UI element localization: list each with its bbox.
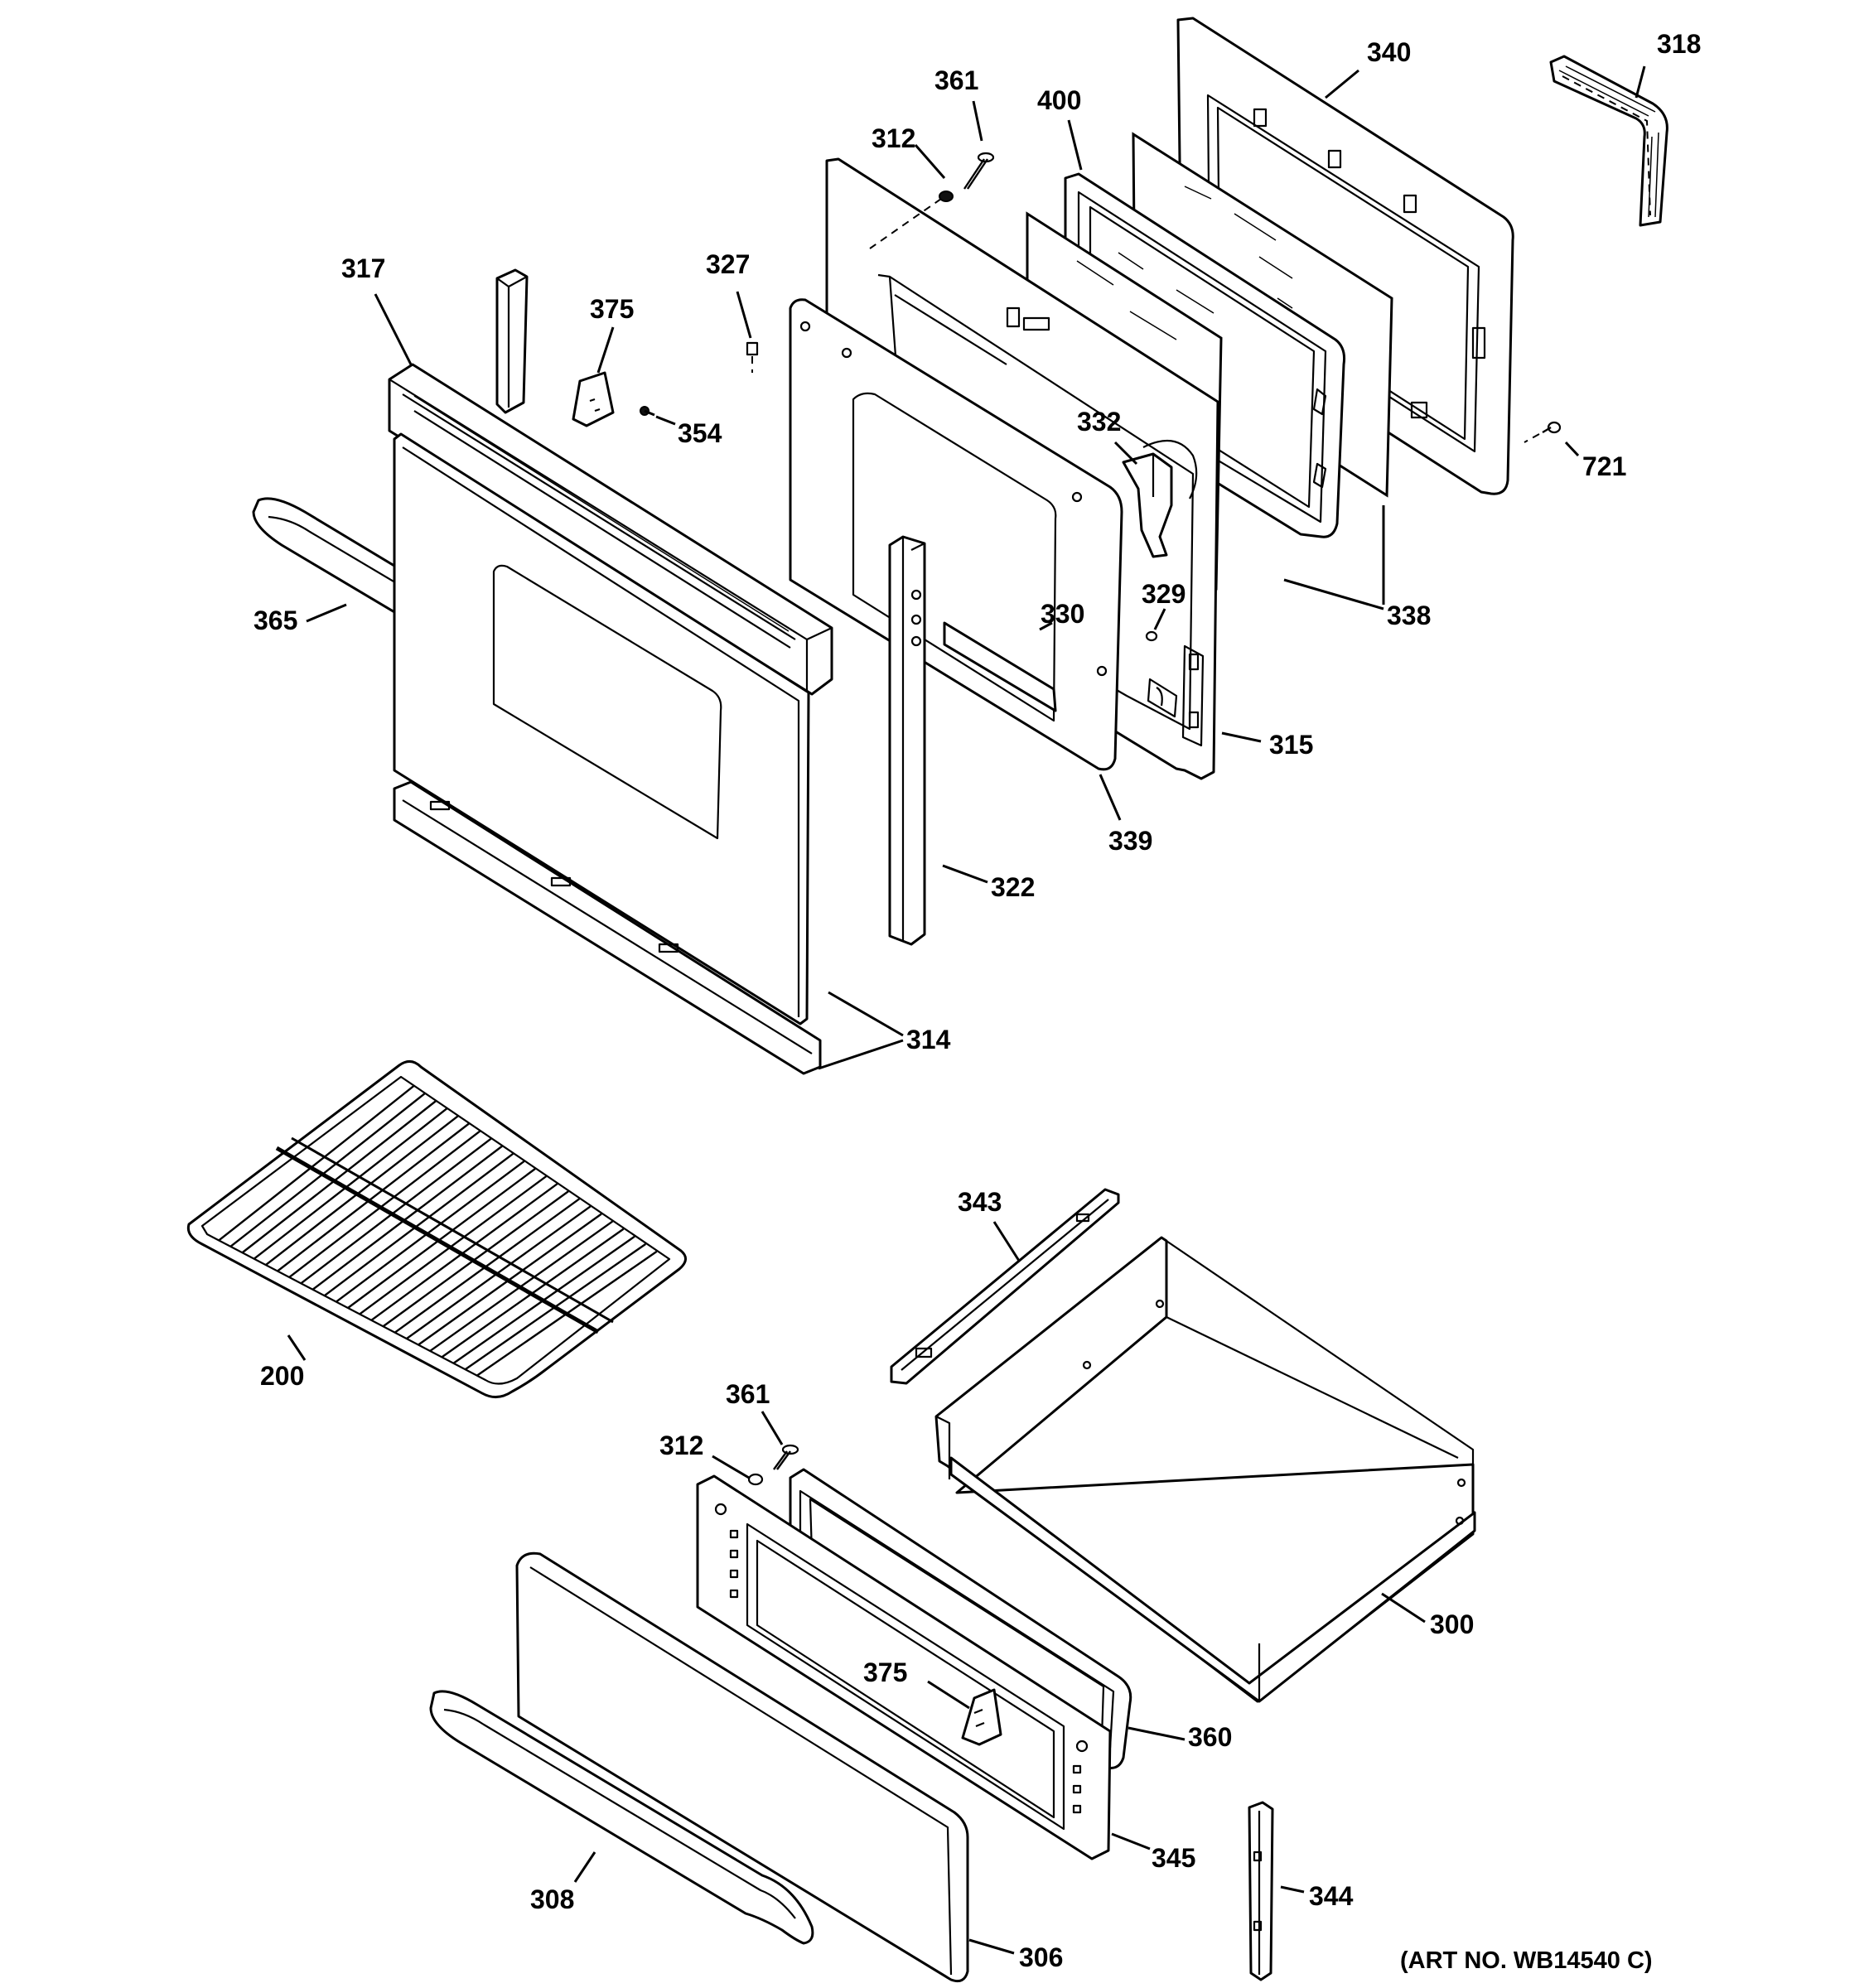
callout-338: 338 [1387, 601, 1431, 630]
rack-wire [382, 1190, 569, 1328]
rack-wire [277, 1122, 470, 1272]
callout-361-bottom: 361 [726, 1379, 770, 1409]
rack-wire [265, 1115, 459, 1267]
callout-312-top: 312 [872, 123, 915, 153]
part-329-screw [1145, 630, 1158, 642]
callout-327: 327 [706, 249, 750, 279]
part-354-screw [640, 406, 655, 417]
callout-314: 314 [906, 1025, 951, 1054]
rack-wire [441, 1228, 625, 1358]
rack-wire [336, 1160, 525, 1303]
part-327-clip [746, 341, 759, 373]
callout-318: 318 [1657, 29, 1701, 59]
callout-306: 306 [1019, 1942, 1063, 1972]
callout-354: 354 [678, 418, 722, 448]
callout-330: 330 [1041, 599, 1084, 629]
callout-308: 308 [530, 1884, 574, 1914]
part-339-door-inner-liner [789, 298, 1123, 771]
rack-wire [288, 1130, 481, 1278]
rack-wire [452, 1235, 635, 1364]
callout-344: 344 [1309, 1881, 1354, 1911]
part-332-insulation [1122, 439, 1198, 558]
callout-721: 721 [1582, 451, 1626, 481]
callout-345: 345 [1152, 1843, 1195, 1873]
callout-200: 200 [260, 1361, 304, 1391]
callout-400: 400 [1037, 85, 1081, 115]
rack-wire [359, 1175, 548, 1315]
part-306-drawer-front [515, 1551, 969, 1983]
rack-wire [253, 1107, 448, 1260]
part-317-vertical-strip [495, 268, 529, 414]
rack-wire [323, 1152, 514, 1297]
part-300-storage-drawer [934, 1236, 1476, 1703]
part-375-hinge-bracket-top [572, 371, 615, 427]
callout-317: 317 [341, 253, 385, 283]
part-345-drawer-inner-panel [696, 1474, 1112, 1860]
part-721-screw [1524, 421, 1562, 443]
part-322-side-trim [888, 535, 926, 946]
part-340-door-inner-panel [1176, 17, 1514, 495]
rack-wire [418, 1213, 602, 1346]
callout-315: 315 [1269, 730, 1313, 760]
part-330-door-seal-strip [943, 621, 1057, 712]
callout-343: 343 [958, 1187, 1002, 1217]
rack-wire [429, 1220, 614, 1352]
callout-360: 360 [1188, 1722, 1232, 1752]
part-200-oven-rack [186, 1060, 687, 1398]
rack-wire [218, 1085, 415, 1242]
rack-wire [476, 1250, 658, 1377]
part-318-gasket [1549, 55, 1668, 227]
rack-wire [300, 1137, 492, 1285]
callout-labels: 318 340 400 361 312 317 375 327 354 332 … [254, 29, 1701, 1974]
part-345-hole-rows [729, 1529, 1082, 1814]
part-308-drawer-handle [429, 1690, 814, 1945]
part-oven-door-outer-panel [393, 432, 810, 1025]
rack-wire [347, 1168, 536, 1309]
rack-wire [464, 1242, 647, 1371]
rack-wire [406, 1205, 592, 1340]
part-344-drawer-slide [1248, 1801, 1274, 1981]
part-312-361-fasteners-top [869, 152, 995, 249]
rack-wire [241, 1100, 437, 1254]
callout-332: 332 [1077, 407, 1121, 437]
callout-322: 322 [991, 872, 1035, 902]
part-343-drawer-rail [890, 1188, 1120, 1385]
callout-339: 339 [1108, 826, 1152, 856]
callout-361-top: 361 [934, 65, 978, 95]
part-312-361-fasteners-bottom [747, 1444, 799, 1486]
callout-300: 300 [1430, 1609, 1474, 1639]
callout-329: 329 [1142, 579, 1186, 609]
callout-375-top: 375 [590, 294, 634, 324]
art-number-label: (ART NO. WB14540 C) [1400, 1947, 1653, 1974]
callout-340: 340 [1367, 37, 1411, 67]
callout-312-bottom: 312 [659, 1431, 703, 1460]
callout-365: 365 [254, 606, 297, 635]
rack-wire [394, 1198, 581, 1334]
callout-375-bottom: 375 [863, 1657, 907, 1687]
leader-lines [287, 65, 1646, 1955]
rack-wire [311, 1145, 503, 1291]
rack-wire [229, 1093, 426, 1247]
part-317-vent-trim [388, 363, 833, 696]
part-375-hinge-bracket-bottom [961, 1688, 1002, 1746]
rack-wire [370, 1183, 558, 1321]
